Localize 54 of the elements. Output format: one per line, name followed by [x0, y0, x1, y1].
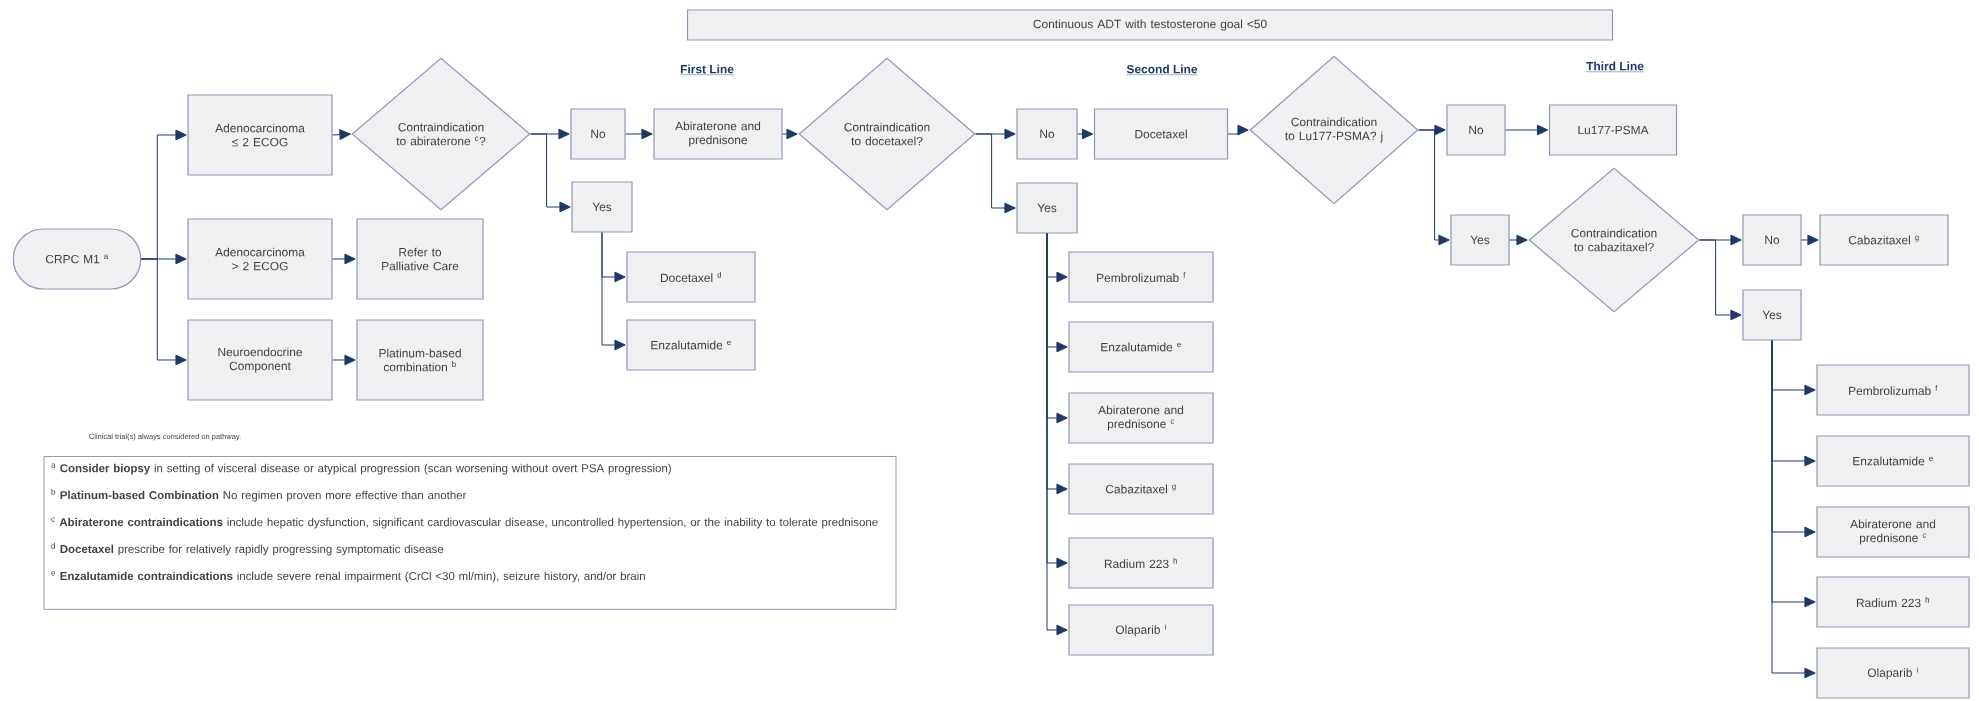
treatment-box: Lu177-PSMA [1548, 104, 1678, 156]
arrow [1505, 124, 1549, 136]
arrow [1418, 129, 1450, 246]
treatment-box: Pembrolizumab $^{f}$ [1068, 251, 1214, 303]
process-box: Neuroendocrine Component [187, 319, 333, 401]
arrow [1077, 128, 1094, 140]
answer-box: Yes [571, 181, 633, 233]
banner-box: Continuous ADT with testosterone goal <50 [686, 9, 1614, 41]
treatment-box: Enzalutamide $^{e}$ [626, 319, 756, 371]
footnote-box: $^{a}$ Consider biopsy in setting of visceral disease or atypical progression (scan worsening without overt PSA progression) $^{b}$ Platinum-based Combination No regimen proven more effective than another $^{c}$ Abiraterone contraindications include hepatic dysfunction, significant cardiovascular disease, uncontrolled hypertension, or the inability to tolerate prednisone $^{d}$ Docetaxel prescribe for relatively rapidly progressing symptomatic disease $^{e}$ Enzalutamide contraindications include severe renal impairment (CrCl <30 ml/min), seizure history, and/or brain [43, 456, 897, 610]
treatment-box: Cabazitaxel $^{g}$ [1819, 214, 1949, 266]
process-box: Adenocarcinoma > 2 ECOG [187, 218, 333, 300]
arrow [975, 133, 1016, 214]
arrow [1801, 234, 1819, 246]
arrow [530, 133, 571, 213]
answer-box: No [1742, 214, 1802, 266]
column-heading: First Line [679, 64, 735, 75]
arrow [332, 129, 351, 140]
treatment-box: Abiraterone and prednisone $^{c}$ [1816, 506, 1970, 558]
treatment-box: Enzalutamide $^{e}$ [1068, 321, 1214, 373]
arrow [1699, 239, 1742, 321]
answer-box: No [570, 108, 626, 160]
treatment-box: Olaparib $^{i}$ [1816, 647, 1970, 699]
answer-box: No [1446, 104, 1506, 156]
treatment-box: Enzalutamide $^{e}$ [1816, 435, 1970, 487]
treatment-box: Docetaxel $^{d}$ [626, 251, 756, 303]
treatment-box: Olaparib $^{i}$ [1068, 604, 1214, 656]
arrow [1771, 340, 1816, 679]
arrow [1046, 233, 1068, 636]
arrow [625, 128, 653, 140]
treatment-box: Docetaxel [1093, 108, 1229, 160]
treatment-box: Cabazitaxel $^{g}$ [1068, 463, 1214, 515]
start-terminal: CRPC M1 $^{a}$ [12, 228, 142, 290]
answer-box: Yes [1016, 182, 1078, 234]
treatment-box: Pembrolizumab $^{f}$ [1816, 364, 1970, 416]
arrow [601, 232, 626, 351]
treatment-box: Platinum-based combination $^{b}$ [356, 319, 484, 401]
answer-box: Yes [1742, 289, 1802, 341]
treatment-box: Abiraterone and prednisone [653, 108, 783, 160]
answer-box: Yes [1450, 214, 1510, 266]
answer-box: No [1016, 108, 1078, 160]
arrow [140, 258, 187, 366]
treatment-box: Abiraterone and prednisone $^{c}$ [1068, 392, 1214, 444]
arrow [782, 128, 798, 140]
arrow [1509, 234, 1528, 246]
process-box: Adenocarcinoma ≤ 2 ECOG [187, 94, 333, 176]
column-heading: Second Line [1126, 64, 1198, 75]
treatment-box: Radium 223 $^{h}$ [1068, 537, 1214, 589]
arrow [332, 253, 356, 265]
process-box: Refer to Palliative Care [356, 218, 484, 300]
treatment-box: Radium 223 $^{h}$ [1816, 576, 1970, 628]
arrow [1227, 124, 1249, 136]
column-heading: Third Line [1585, 61, 1645, 72]
arrow [332, 354, 356, 366]
